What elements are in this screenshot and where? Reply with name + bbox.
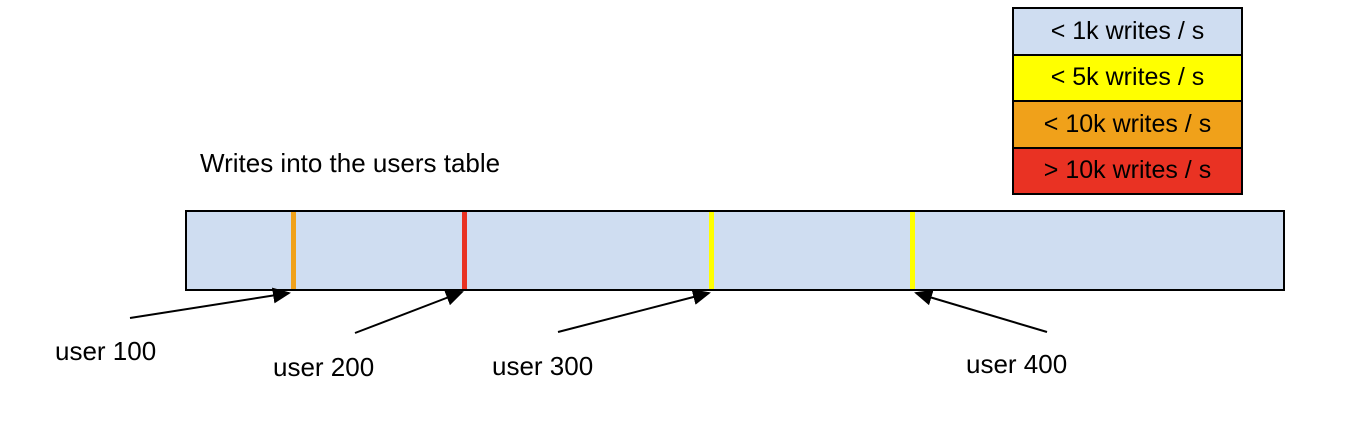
legend-item: < 10k writes / s: [1014, 100, 1241, 147]
legend: < 1k writes / s < 5k writes / s < 10k writ…: [1012, 7, 1243, 195]
legend-item: < 1k writes / s: [1014, 9, 1241, 54]
marker-user-200: [461, 212, 467, 289]
arrow-user-300: [557, 289, 711, 333]
legend-item: < 5k writes / s: [1014, 53, 1241, 100]
marker-user-400: [910, 212, 916, 289]
marker-user-100: [290, 212, 296, 289]
user-label-400: user 400: [966, 349, 1068, 379]
users-table-bar: [185, 210, 1285, 291]
legend-item: > 10k writes / s: [1014, 146, 1241, 193]
diagram-title: Writes into the users table: [200, 148, 501, 178]
user-label-300: user 300: [492, 351, 594, 381]
legend-item-label: < 10k writes / s: [1043, 109, 1212, 138]
legend-item-label: < 1k writes / s: [1050, 16, 1205, 45]
arrow-user-100: [129, 287, 291, 319]
legend-item-label: < 5k writes / s: [1050, 63, 1205, 92]
arrow-user-200: [354, 290, 464, 334]
user-label-200: user 200: [273, 352, 375, 382]
legend-item-label: > 10k writes / s: [1043, 156, 1212, 185]
arrow-user-400: [914, 289, 1048, 333]
marker-user-300: [709, 212, 715, 289]
user-label-100: user 100: [55, 336, 157, 366]
